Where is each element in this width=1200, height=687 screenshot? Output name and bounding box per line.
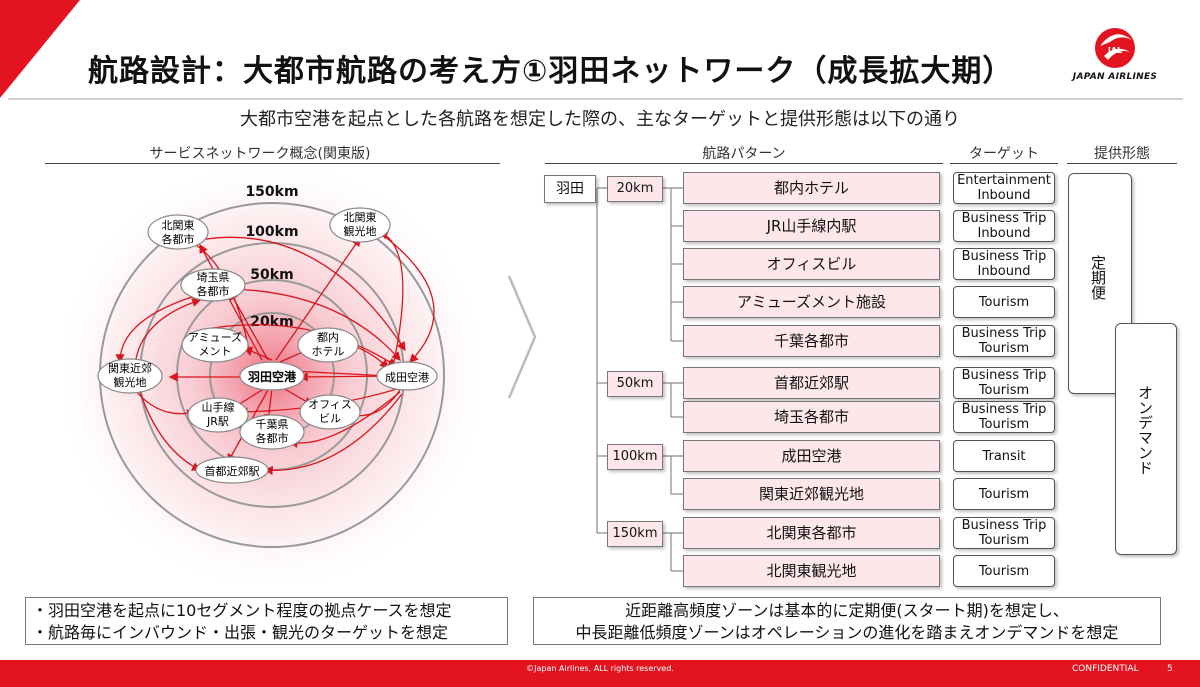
- svg-text:JR駅: JR駅: [206, 415, 229, 428]
- svg-text:ホテル: ホテル: [312, 345, 345, 358]
- target-shuto: Business Trip Tourism: [953, 367, 1055, 399]
- node-shuto: 首都近郊駅: [195, 456, 269, 484]
- footer-confidential: CONFIDENTIAL: [1072, 664, 1139, 674]
- service-label-scheduled: 定期便: [1089, 255, 1107, 300]
- route-heading-rule: [545, 163, 943, 164]
- service-label-ondemand: オンデマンド: [1136, 385, 1154, 475]
- route-kanto-sightseeing: 関東近郊観光地: [683, 478, 940, 510]
- node-hotel: 都内 ホテル: [297, 327, 359, 363]
- svg-text:北関東: 北関東: [344, 211, 377, 224]
- node-kanto-sightseeing: 関東近郊 観光地: [97, 358, 163, 394]
- svg-text:北関東: 北関東: [162, 219, 195, 232]
- svg-text:首都近郊駅: 首都近郊駅: [205, 464, 260, 478]
- jal-logo: JAL: [1060, 22, 1170, 88]
- node-saitama: 埼玉県 各都市: [180, 268, 246, 302]
- title-divider: [8, 98, 1183, 100]
- svg-text:都内: 都内: [317, 330, 339, 344]
- target-heading: ターゲット: [969, 146, 1039, 162]
- target-saitama: Business Trip Tourism: [953, 401, 1055, 433]
- network-nodes: 北関東 各都市 北関東 観光地 埼玉県 各都市 アミューズ メント 都内 ホテル…: [97, 207, 438, 484]
- service-heading: 提供形態: [1094, 146, 1150, 162]
- target-kanto-sightseeing: Tourism: [953, 478, 1055, 510]
- route-jr: JR山手線内駅: [683, 210, 940, 242]
- target-heading-rule: [950, 163, 1058, 164]
- note-line-1: ・羽田空港を起点に10セグメント程度の拠点ケースを想定: [32, 601, 452, 620]
- svg-text:アミューズ: アミューズ: [188, 330, 242, 344]
- node-kitakanto-sightseeing: 北関東 観光地: [329, 207, 391, 243]
- distance-box-100km: 100km: [607, 444, 663, 470]
- node-office: オフィス ビル: [299, 394, 361, 430]
- target-hotel: Entertainment Inbound: [953, 172, 1055, 204]
- svg-text:千葉県: 千葉県: [256, 417, 289, 431]
- footer-copyright: ©Japan Airlines, ALL rights reserved.: [526, 664, 674, 673]
- node-jr: 山手線 JR駅: [187, 397, 249, 433]
- route-hotel: 都内ホテル: [683, 172, 940, 204]
- page-number: 5: [1167, 664, 1173, 674]
- svg-text:観光地: 観光地: [114, 375, 147, 389]
- route-kitakanto-sightseeing: 北関東観光地: [683, 555, 940, 587]
- ring-label-100km: 100km: [245, 224, 298, 240]
- bottom-right-note: 近距離高頻度ゾーンは基本的に定期便(スタート期)を想定し、 中長距離低頻度ゾーン…: [533, 597, 1161, 645]
- bottom-left-note: ・羽田空港を起点に10セグメント程度の拠点ケースを想定 ・航路毎にインバウンド・…: [25, 597, 508, 645]
- target-jr: Business Trip Inbound: [953, 210, 1055, 242]
- left-section-rule: [45, 163, 500, 164]
- service-heading-rule: [1067, 163, 1177, 164]
- origin-box: 羽田: [544, 175, 596, 203]
- target-kitakanto-cities: Business Trip Tourism: [953, 517, 1055, 549]
- node-amusement: アミューズ メント: [181, 327, 249, 363]
- route-chiba: 千葉各都市: [683, 325, 940, 357]
- svg-text:オフィス: オフィス: [308, 398, 352, 411]
- target-office: Business Trip Inbound: [953, 248, 1055, 280]
- route-shuto: 首都近郊駅: [683, 367, 940, 399]
- note-line-3: 近距離高頻度ゾーンは基本的に定期便(スタート期)を想定し、: [625, 601, 1069, 620]
- logo-text: JAPAN AIRLINES: [1072, 72, 1158, 82]
- svg-text:関東近郊: 関東近郊: [108, 362, 152, 375]
- logo-mark: JAL: [1107, 46, 1122, 55]
- svg-text:各都市: 各都市: [162, 232, 195, 246]
- distance-box-150km: 150km: [607, 521, 663, 547]
- ring-label-150km: 150km: [245, 184, 298, 200]
- svg-text:成田空港: 成田空港: [385, 370, 429, 384]
- target-amusement: Tourism: [953, 286, 1055, 318]
- route-narita: 成田空港: [683, 440, 940, 472]
- route-kitakanto-cities: 北関東各都市: [683, 517, 940, 549]
- network-concept-heading: サービスネットワーク概念(関東版): [149, 146, 371, 162]
- route-saitama: 埼玉各都市: [683, 401, 940, 433]
- svg-text:各都市: 各都市: [256, 431, 289, 445]
- target-narita: Transit: [953, 440, 1055, 472]
- route-office: オフィスビル: [683, 248, 940, 280]
- svg-text:メント: メント: [199, 345, 232, 358]
- svg-text:山手線: 山手線: [202, 400, 235, 414]
- page-title: 航路設計：大都市航路の考え方①羽田ネットワーク（成長拡大期）: [88, 54, 1014, 89]
- distance-box-20km: 20km: [607, 176, 663, 202]
- route-tree-lines: [596, 187, 683, 572]
- ring-label-20km: 20km: [250, 314, 293, 330]
- distance-box-50km: 50km: [607, 371, 663, 397]
- red-corner-accent: [0, 0, 80, 98]
- node-haneda: 羽田空港: [239, 361, 305, 391]
- target-kitakanto-sightseeing: Tourism: [953, 555, 1055, 587]
- svg-text:埼玉県: 埼玉県: [197, 270, 230, 284]
- service-bar-ondemand: [1115, 323, 1177, 555]
- chevron-right-icon: [507, 275, 537, 399]
- note-line-4: 中長距離低頻度ゾーンはオペレーションの進化を踏まえオンデマンドを想定: [575, 623, 1119, 642]
- network-diagram: 150km 100km 50km 20km 北関: [54, 165, 490, 590]
- target-chiba: Business Trip Tourism: [953, 325, 1055, 357]
- ring-label-50km: 50km: [250, 267, 293, 283]
- node-narita: 成田空港: [376, 361, 438, 391]
- node-kitakanto-cities: 北関東 各都市: [147, 214, 209, 250]
- svg-text:各都市: 各都市: [197, 284, 230, 298]
- crane-logo-icon: JAL: [1095, 28, 1135, 68]
- route-amusement: アミューズメント施設: [683, 286, 940, 318]
- svg-text:羽田空港: 羽田空港: [248, 369, 297, 384]
- svg-text:ビル: ビル: [319, 412, 341, 425]
- node-chiba: 千葉県 各都市: [239, 414, 305, 450]
- route-pattern-heading: 航路パターン: [702, 146, 786, 162]
- svg-text:観光地: 観光地: [344, 224, 377, 238]
- footer-bar: [0, 660, 1200, 687]
- subtitle: 大都市空港を起点とした各航路を想定した際の、主なターゲットと提供形態は以下の通り: [240, 109, 960, 130]
- note-line-2: ・航路毎にインバウンド・出張・観光のターゲットを想定: [32, 623, 449, 642]
